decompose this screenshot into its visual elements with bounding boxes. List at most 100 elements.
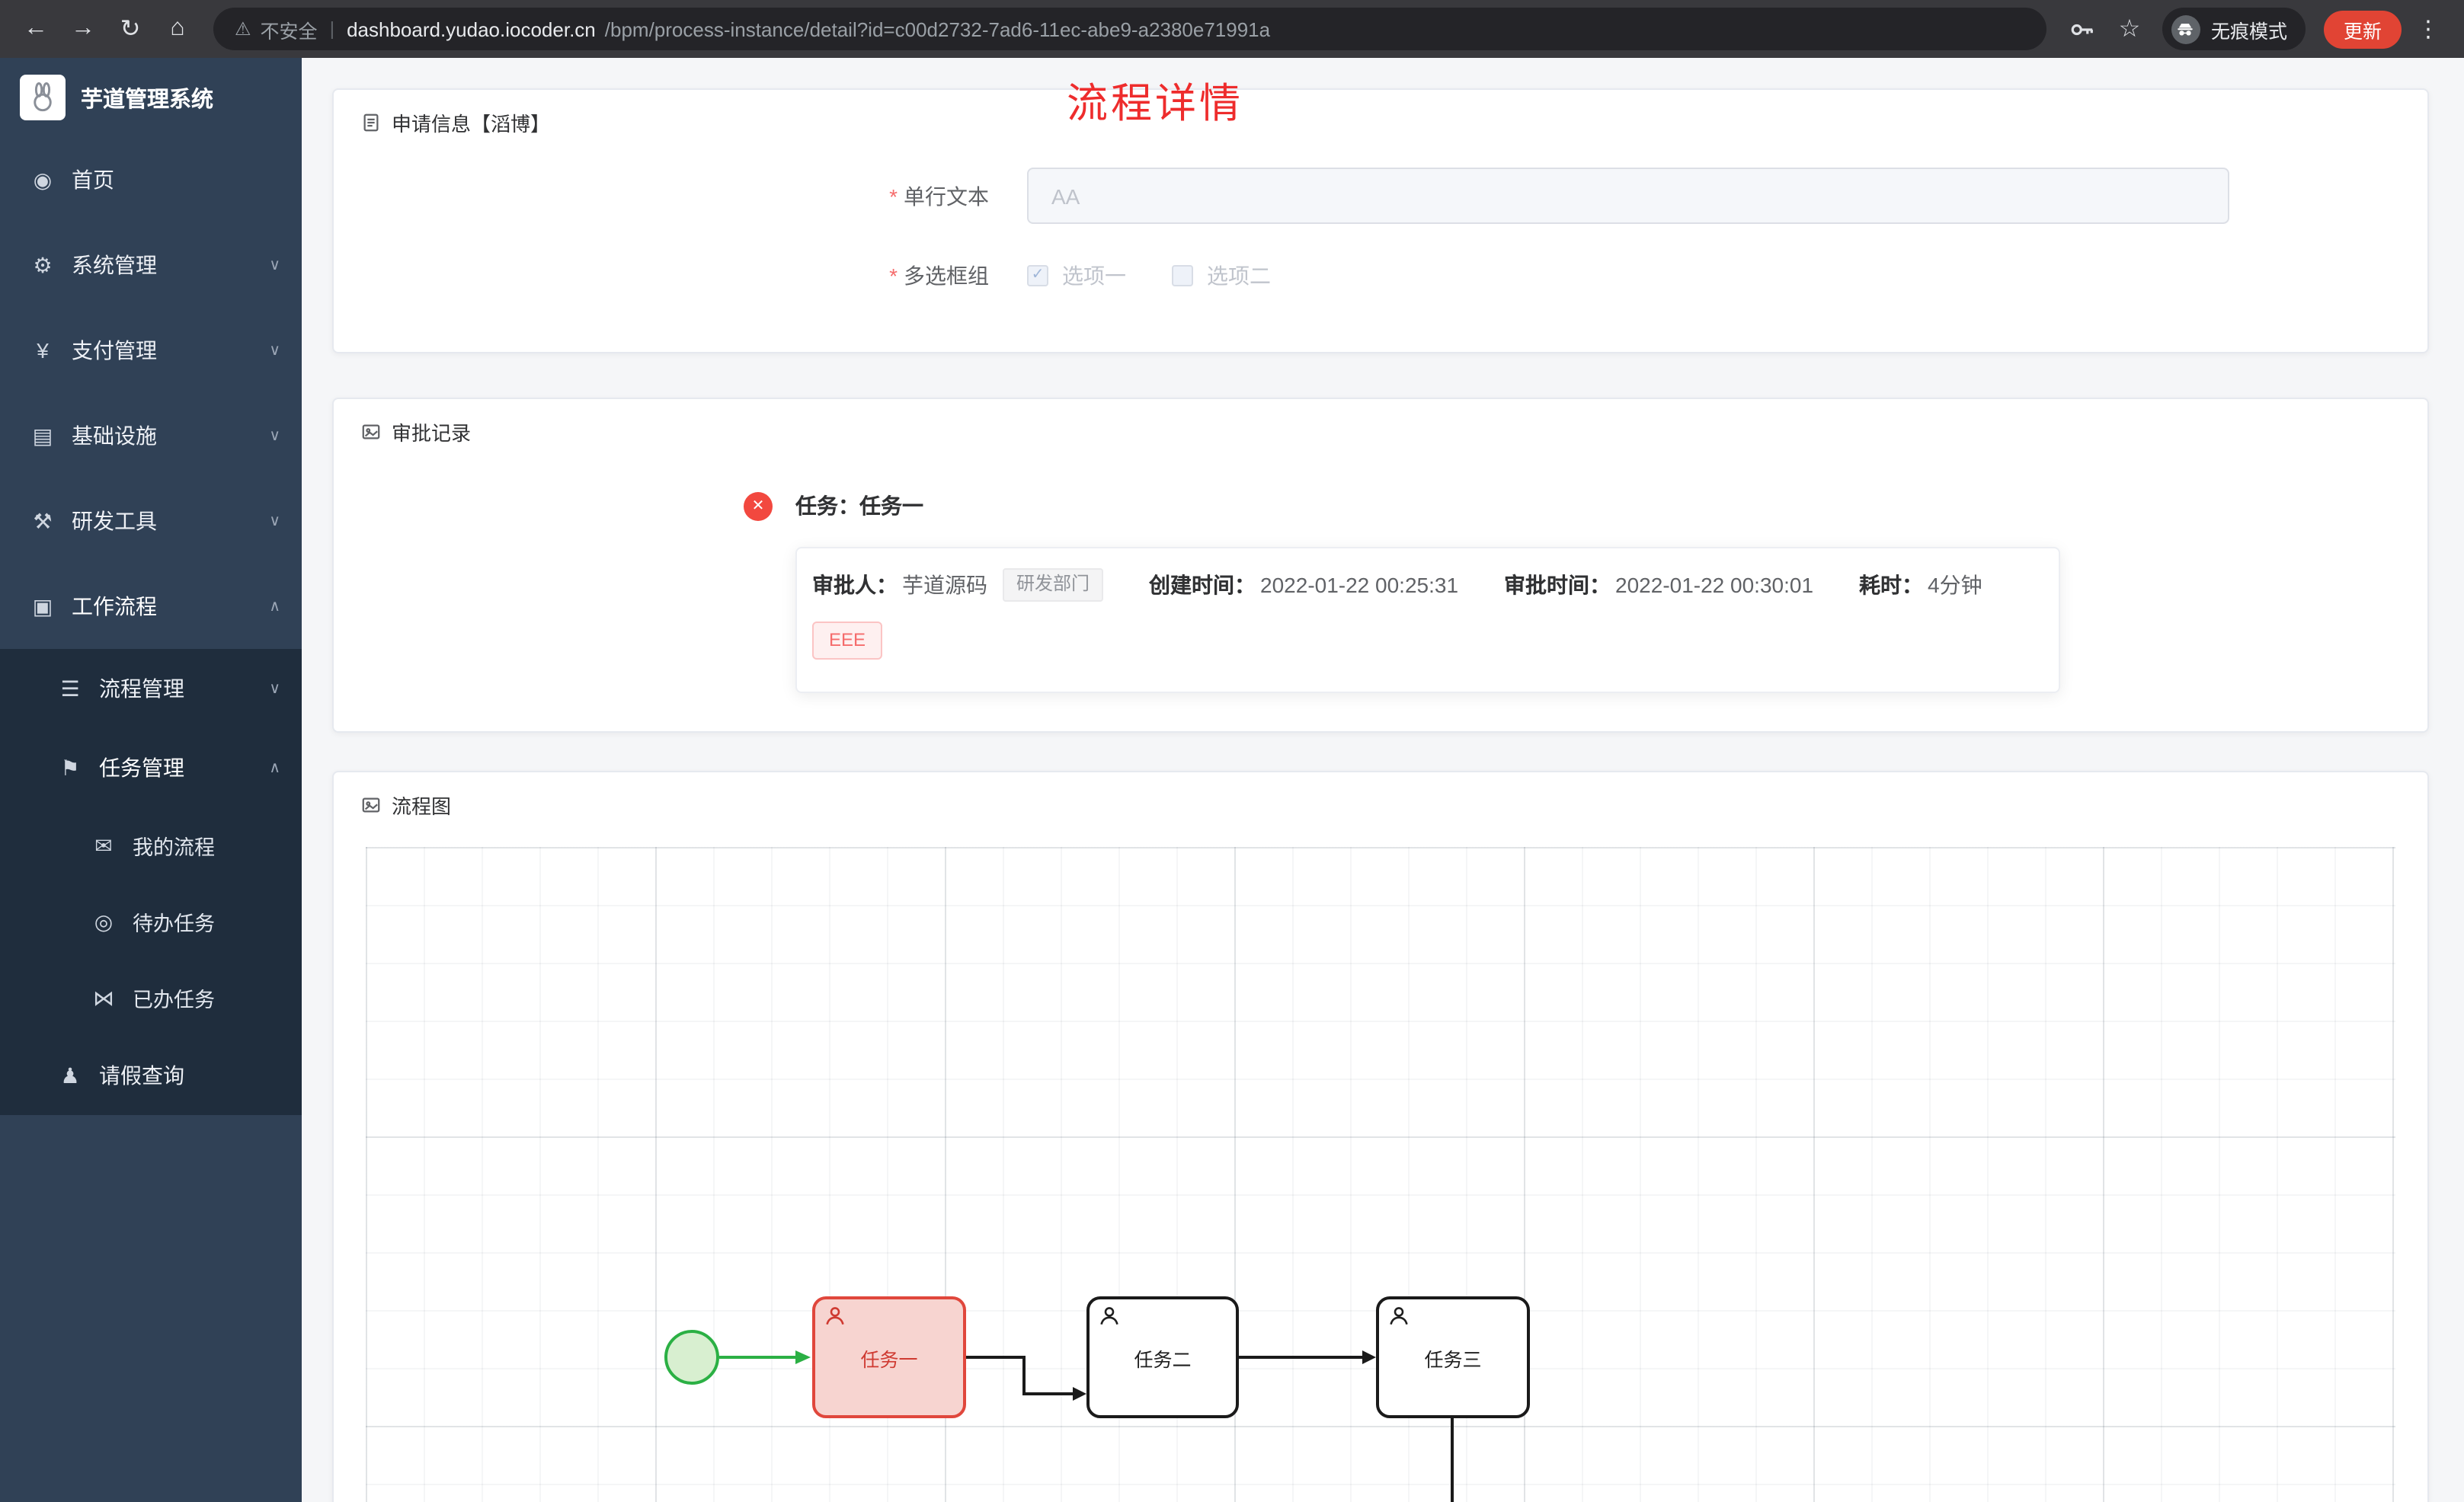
sidebar-item-todo-tasks[interactable]: ◎ 待办任务 — [0, 884, 302, 960]
key-icon[interactable] — [2062, 8, 2103, 50]
record-icon — [362, 424, 380, 439]
chevron-down-icon: ∨ — [269, 513, 280, 529]
not-secure-warning-icon: ⚠ — [235, 18, 251, 40]
user-task-icon — [1390, 1307, 1408, 1325]
security-label[interactable]: 不安全 — [260, 21, 318, 42]
incognito-label: 无痕模式 — [2210, 21, 2287, 42]
document-icon — [363, 113, 379, 132]
main-content: 流程详情 申请信息【滔博】 单行文本 多选框组 ✓ 选项一 — [302, 58, 2464, 1502]
task-title: 任务：任务一 — [795, 494, 923, 518]
bpmn-canvas[interactable]: 任务一 任务二 任务三 — [366, 847, 2395, 1502]
sidebar-item-leave-query[interactable]: ♟ 请假查询 — [0, 1036, 302, 1115]
sidebar: 芋道管理系统 ◉ 首页 ⚙ 系统管理 ∨ ¥ 支付管理 ∨ ▤ 基础设施 ∨ — [0, 58, 302, 1502]
checkbox-option-label: 选项二 — [1207, 264, 1271, 288]
home-icon[interactable]: ⌂ — [170, 15, 185, 41]
list-icon: ☰ — [60, 676, 80, 700]
sidebar-item-task-mgmt[interactable]: ⚑ 任务管理 ∧ — [0, 728, 302, 807]
checkbox-option-label: 选项一 — [1062, 264, 1126, 288]
sidebar-item-label: 系统管理 — [72, 253, 157, 277]
approved-time: 2022-01-22 00:30:01 — [1615, 572, 1814, 597]
chevron-down-icon: ∨ — [269, 257, 280, 273]
yen-icon: ¥ — [37, 338, 49, 363]
approved-label: 审批时间： — [1504, 572, 1611, 597]
menu-dots-icon[interactable]: ⋮ — [2417, 17, 2440, 43]
apply-info-card-header: 申请信息【滔博】 — [334, 90, 2427, 149]
task-node-3: 任务三 — [1376, 1296, 1530, 1418]
approval-record-row: 审批人： 芋道源码 研发部门 创建时间： 2022-01-22 00:25:31… — [812, 568, 2034, 602]
sidebar-item-payment-mgmt[interactable]: ¥ 支付管理 ∨ — [0, 308, 302, 393]
done-icon: ⋈ — [93, 985, 114, 1009]
logo-avatar — [20, 75, 66, 120]
sidebar-item-system-mgmt[interactable]: ⚙ 系统管理 ∨ — [0, 222, 302, 308]
url-path: /bpm/process-instance/detail?id=c00d2732… — [604, 18, 1271, 40]
start-event-node — [664, 1330, 719, 1385]
update-button[interactable]: 更新 — [2323, 10, 2402, 48]
message-icon: ✉ — [94, 832, 113, 857]
comment-tag: EEE — [812, 621, 883, 660]
sidebar-item-label: 首页 — [72, 168, 114, 192]
approver-name: 芋道源码 — [902, 572, 987, 597]
address-bar[interactable]: ⚠ 不安全 | dashboard.yudao.iocoder.cn/bpm/p… — [213, 8, 2046, 50]
approval-record-panel: 审批人： 芋道源码 研发部门 创建时间： 2022-01-22 00:25:31… — [795, 547, 2060, 693]
chevron-up-icon: ∧ — [269, 598, 280, 615]
page-title: 流程详情 — [1067, 81, 1243, 126]
dashboard-icon: ◉ — [33, 167, 53, 191]
back-icon[interactable]: ← — [24, 15, 48, 41]
sidebar-item-home[interactable]: ◉ 首页 — [0, 137, 302, 222]
chevron-down-icon: ∨ — [269, 342, 280, 359]
text-field-row: 单行文本 — [334, 168, 2427, 224]
duration-value: 4分钟 — [1928, 572, 1982, 597]
incognito-icon — [2171, 14, 2200, 43]
eye-icon: ◎ — [94, 909, 114, 933]
sidebar-item-label: 支付管理 — [72, 338, 157, 363]
app-title: 芋道管理系统 — [81, 88, 213, 112]
workflow-submenu: ☰ 流程管理 ∨ ⚑ 任务管理 ∧ ✉ 我的流程 ◎ 待办任务 — [0, 649, 302, 1115]
incognito-badge: 无痕模式 — [2162, 8, 2306, 50]
diagram-icon — [362, 797, 380, 813]
sidebar-item-my-process[interactable]: ✉ 我的流程 — [0, 807, 302, 884]
chevron-down-icon: ∨ — [269, 680, 280, 697]
apply-info-card: 申请信息【滔博】 单行文本 多选框组 ✓ 选项一 选项二 — [332, 88, 2429, 353]
checkbox-option-1: ✓ 选项一 — [1027, 260, 1126, 291]
logo-row: 芋道管理系统 — [0, 58, 302, 137]
sidebar-item-done-tasks[interactable]: ⋈ 已办任务 — [0, 960, 302, 1036]
sidebar-item-label: 已办任务 — [133, 989, 215, 1011]
text-field-label: 单行文本 — [334, 181, 1007, 211]
task-node-1: 任务一 — [812, 1296, 966, 1418]
sidebar-item-label: 工作流程 — [72, 594, 157, 618]
sidebar-item-label: 基础设施 — [72, 423, 157, 448]
sidebar-item-label: 请假查询 — [99, 1063, 184, 1088]
user-task-icon — [826, 1307, 844, 1325]
gear-icon: ⚙ — [33, 252, 53, 276]
sidebar-item-workflow[interactable]: ▣ 工作流程 ∧ — [0, 564, 302, 649]
infrastructure-icon: ▤ — [32, 423, 53, 447]
process-diagram-card-header: 流程图 — [334, 772, 2427, 832]
dept-tag: 研发部门 — [1003, 568, 1104, 602]
sidebar-item-infrastructure[interactable]: ▤ 基础设施 ∨ — [0, 393, 302, 478]
url-host: dashboard.yudao.iocoder.cn — [347, 18, 596, 40]
process-diagram-card: 流程图 任务一 — [332, 771, 2429, 1502]
sidebar-item-devtools[interactable]: ⚒ 研发工具 ∨ — [0, 478, 302, 564]
sidebar-item-label: 任务管理 — [99, 756, 184, 780]
checkbox-checked-icon: ✓ — [1027, 265, 1048, 286]
checkbox-option-2: 选项二 — [1172, 260, 1271, 291]
sidebar-item-label: 我的流程 — [133, 836, 215, 859]
flag-icon: ⚑ — [60, 755, 80, 779]
reload-icon[interactable]: ↻ — [120, 17, 141, 43]
chevron-up-icon: ∧ — [269, 759, 280, 776]
sidebar-item-process-mgmt[interactable]: ☰ 流程管理 ∨ — [0, 649, 302, 728]
bookmark-star-icon[interactable]: ☆ — [2118, 17, 2141, 43]
forward-icon[interactable]: → — [71, 15, 95, 41]
process-diagram-card-title: 流程图 — [392, 795, 452, 818]
task-node-label: 任务一 — [860, 1349, 918, 1370]
approver-label: 审批人： — [812, 572, 898, 597]
apply-info-card-title: 申请信息【滔博】 — [392, 113, 551, 136]
url-divider: | — [329, 18, 335, 40]
user-task-icon — [1100, 1307, 1118, 1325]
key-icon-glyph — [2071, 23, 2093, 35]
app-shell: 芋道管理系统 ◉ 首页 ⚙ 系统管理 ∨ ¥ 支付管理 ∨ ▤ 基础设施 ∨ — [0, 58, 2464, 1502]
approval-records-card-title: 审批记录 — [392, 422, 472, 445]
tools-icon: ⚒ — [33, 508, 53, 532]
task-error-icon: ✕ — [744, 492, 773, 521]
